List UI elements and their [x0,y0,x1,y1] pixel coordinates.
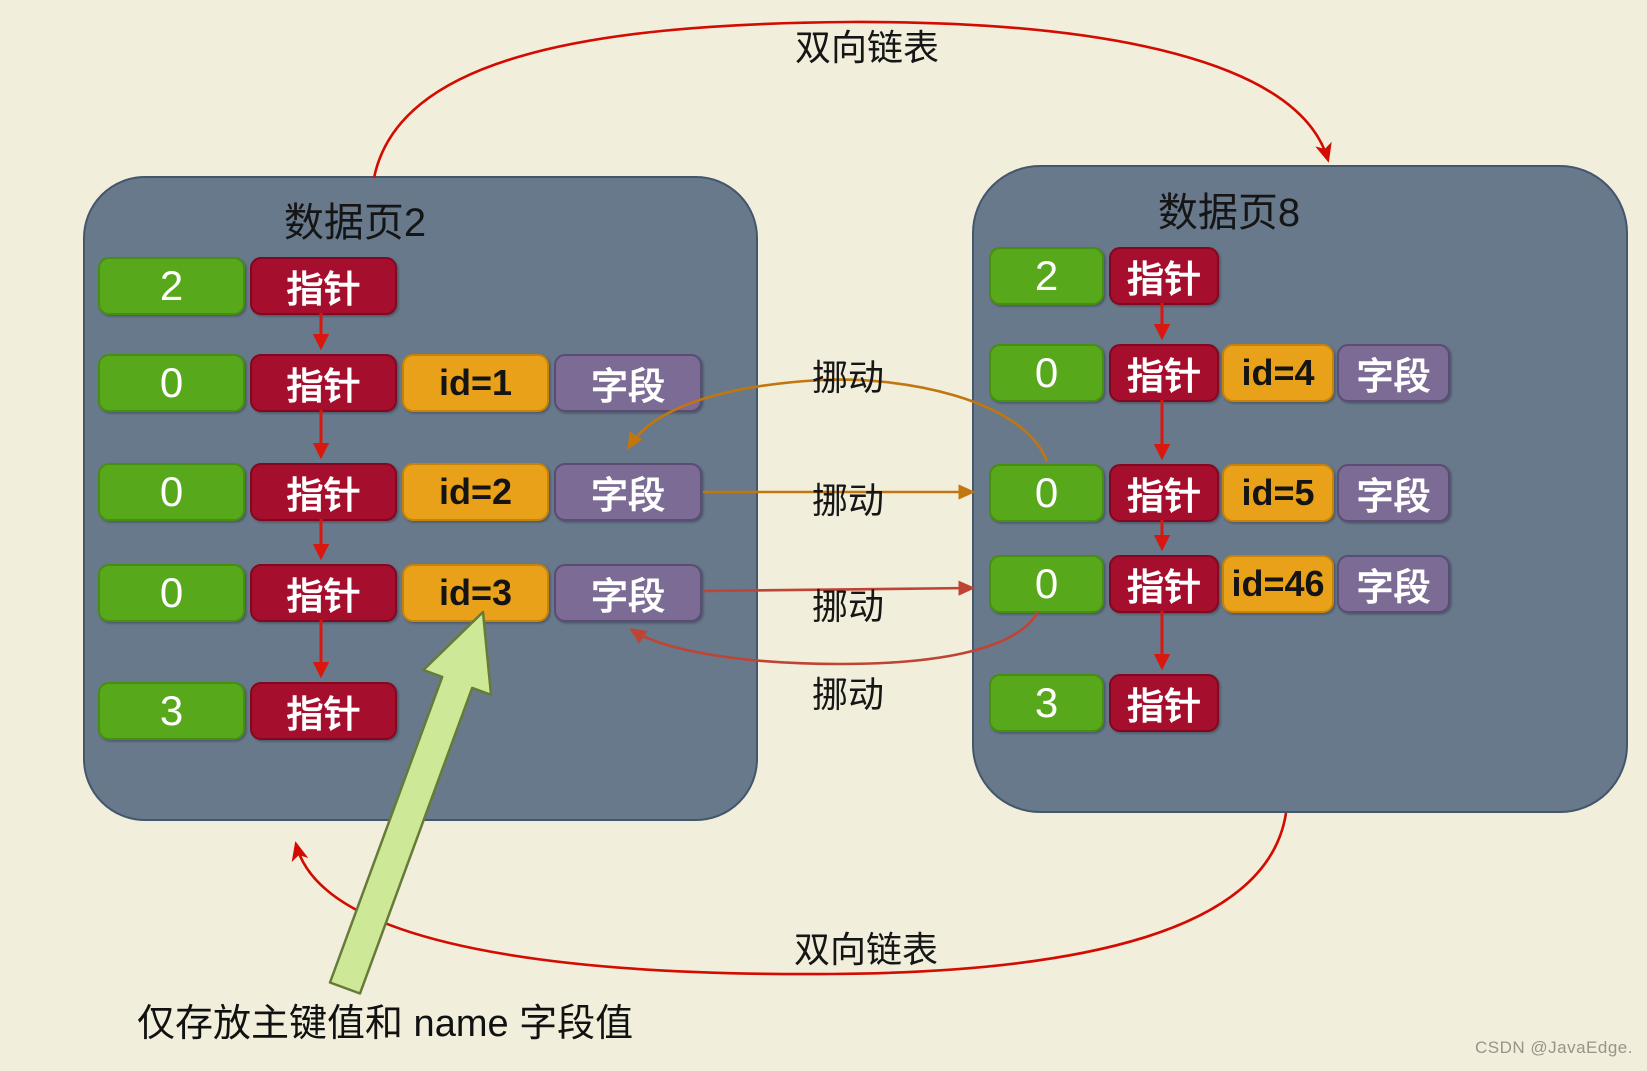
key-cell: id=2 [402,463,549,521]
doubly-linked-top-label: 双向链表 [794,27,939,68]
slot-cell: 0 [989,344,1104,402]
key-cell: id=5 [1222,464,1334,522]
slot-cell: 0 [98,564,245,622]
slot-cell: 3 [989,674,1104,732]
watermark: CSDN @JavaEdge. [1475,1038,1633,1057]
slot-cell: 3 [98,682,245,740]
key-cell: id=4 [1222,344,1334,402]
pointer-cell: 指针 [250,682,397,740]
pointer-cell: 指针 [250,257,397,315]
pointer-cell: 指针 [1109,344,1219,402]
key-cell: id=1 [402,354,549,412]
slot-cell: 0 [98,463,245,521]
slot-cell: 0 [989,464,1104,522]
caption-text: 仅存放主键值和 name 字段值 [137,1003,634,1045]
field-cell: 字段 [554,564,702,622]
data-page-2-box: 数据页2 2 指针 0 指针 id=1 字段 0 指针 id=2 字段 0 指针… [83,176,758,821]
data-page-8-box: 数据页8 2 指针 0 指针 id=4 字段 0 指针 id=5 字段 0 指针… [972,165,1628,813]
pointer-cell: 指针 [1109,555,1219,613]
field-cell: 字段 [554,463,702,521]
key-cell: id=3 [402,564,549,622]
pointer-cell: 指针 [1109,247,1219,305]
field-cell: 字段 [1337,555,1450,613]
field-cell: 字段 [1337,344,1450,402]
pointer-cell: 指针 [250,564,397,622]
pointer-cell: 指针 [250,354,397,412]
slot-cell: 2 [989,247,1104,305]
slot-cell: 2 [98,257,245,315]
page-title: 数据页8 [1157,191,1301,235]
move-label: 挪动 [811,586,884,627]
key-cell: id=46 [1222,555,1334,613]
page-title: 数据页2 [283,201,427,245]
field-cell: 字段 [1337,464,1450,522]
slot-cell: 0 [98,354,245,412]
pointer-cell: 指针 [1109,464,1219,522]
field-cell: 字段 [554,354,702,412]
move-label: 挪动 [811,480,884,521]
pointer-cell: 指针 [250,463,397,521]
slot-cell: 0 [989,555,1104,613]
move-label: 挪动 [811,674,884,715]
move-label: 挪动 [811,357,884,398]
doubly-linked-bottom-label: 双向链表 [793,929,938,970]
pointer-cell: 指针 [1109,674,1219,732]
